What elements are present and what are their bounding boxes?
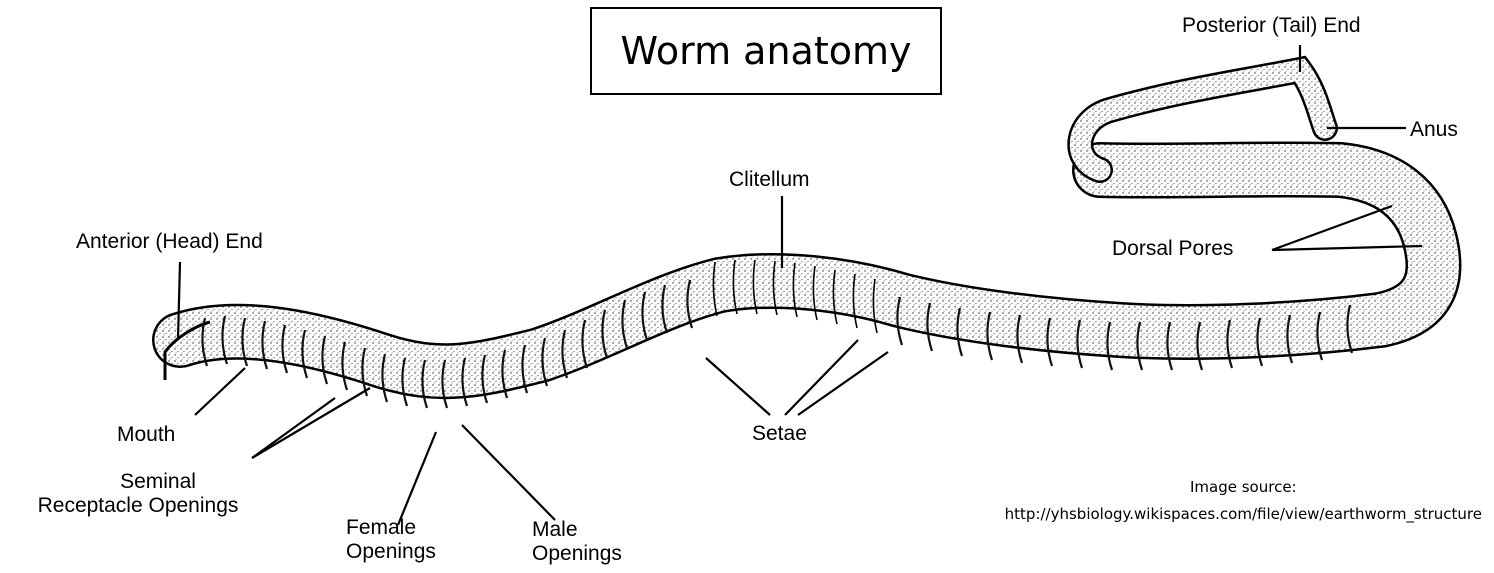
label-male-openings: Male Openings: [532, 518, 622, 566]
label-female-openings: Female Openings: [346, 516, 436, 564]
label-clitellum: Clitellum: [729, 168, 810, 192]
label-mouth: Mouth: [117, 423, 175, 447]
label-male-line2: Openings: [532, 542, 622, 566]
label-anterior-end: Anterior (Head) End: [76, 230, 263, 254]
source-url: http://yhsbiology.wikispaces.com/file/vi…: [1005, 501, 1482, 528]
label-male-line1: Male: [532, 518, 622, 542]
source-label: Image source:: [1005, 474, 1482, 501]
label-female-line2: Openings: [346, 540, 436, 564]
diagram-title: Worm anatomy: [590, 7, 942, 95]
label-seminal-line2: Receptacle Openings: [8, 494, 268, 518]
worm-body: [165, 70, 1433, 380]
label-dorsal-pores: Dorsal Pores: [1112, 237, 1233, 261]
label-setae: Setae: [752, 422, 807, 446]
label-female-line1: Female: [346, 516, 436, 540]
label-seminal-receptacle: Seminal Receptacle Openings: [8, 470, 268, 518]
label-posterior-end: Posterior (Tail) End: [1182, 14, 1361, 38]
label-anus: Anus: [1410, 118, 1458, 142]
label-seminal-line1: Seminal: [8, 470, 268, 494]
image-source-credit: Image source: http://yhsbiology.wikispac…: [1005, 474, 1482, 528]
